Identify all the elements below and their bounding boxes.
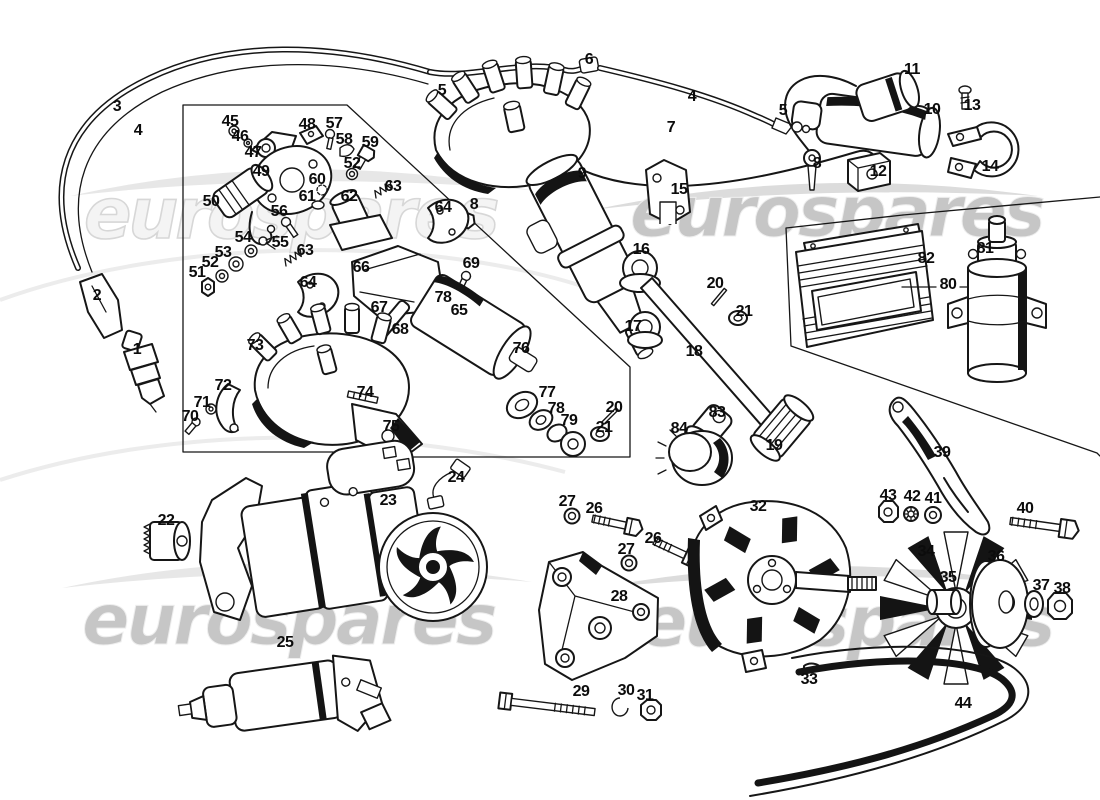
screw-56 xyxy=(280,216,299,239)
cap-clamp-72 xyxy=(215,383,241,434)
shaft-74 xyxy=(346,390,379,404)
watermark-swoosh xyxy=(592,182,1038,210)
washers-77-79 xyxy=(505,390,586,457)
pin-20b xyxy=(601,407,619,425)
cam-assembly xyxy=(311,184,393,251)
solenoid-25 xyxy=(177,654,392,732)
advance-plate-64a xyxy=(427,198,470,244)
alternator xyxy=(687,500,877,673)
pulley-36 xyxy=(969,559,1029,649)
bolt-29 xyxy=(497,691,596,717)
plug-boot xyxy=(79,273,123,339)
lock-washer-42 xyxy=(903,506,919,522)
connector xyxy=(791,121,811,134)
starter-wire-24 xyxy=(426,458,471,510)
nut-43 xyxy=(878,500,899,523)
p-clamp xyxy=(947,121,1020,179)
spacer-35 xyxy=(926,589,962,615)
regulator-panel-lines xyxy=(785,196,1100,457)
voltage-regulator xyxy=(795,223,934,348)
capacitor-cap xyxy=(855,69,921,122)
cable-ferrule xyxy=(578,56,600,74)
spring-63b xyxy=(284,248,302,267)
washer-37 xyxy=(1024,590,1044,618)
washer-stack xyxy=(201,235,278,297)
starter-end-fan xyxy=(378,512,488,622)
screw-57 xyxy=(324,128,336,150)
bolt-26a xyxy=(591,514,644,537)
capacitor xyxy=(784,69,941,191)
ht-lead xyxy=(58,46,433,273)
nut-31 xyxy=(640,699,662,721)
nut-38 xyxy=(1047,592,1073,620)
distributor-body xyxy=(525,153,654,360)
ring-terminal xyxy=(803,149,821,191)
screw-70 xyxy=(184,417,201,436)
starter-motor xyxy=(199,439,488,622)
pin-20a xyxy=(710,287,728,307)
bracket-15 xyxy=(645,159,691,225)
spring-63a xyxy=(374,180,392,199)
terminal-block xyxy=(847,152,891,192)
alternator-shaft xyxy=(795,571,851,593)
ignition-coil xyxy=(947,215,1047,383)
watermark-swirl xyxy=(0,435,566,482)
cable-end-connector xyxy=(771,117,794,135)
drive-shaft-assembly xyxy=(619,250,815,486)
capacitor-wire xyxy=(784,75,857,153)
housing-84 xyxy=(655,429,733,486)
canister-76 xyxy=(410,274,538,380)
washer-41 xyxy=(924,506,942,524)
watermark-swoosh xyxy=(70,169,530,196)
mount-bracket-28 xyxy=(538,551,659,681)
gear-19 xyxy=(749,394,815,462)
spark-plug xyxy=(121,329,165,413)
distributor-internals xyxy=(184,125,619,463)
adjuster-arm-39 xyxy=(888,396,991,536)
washer-30 xyxy=(611,697,629,717)
clamp-screw xyxy=(958,85,972,110)
pinion-gear-22 xyxy=(143,521,191,561)
fan-belt xyxy=(749,645,1030,797)
clip-58 xyxy=(339,144,355,158)
bolt-40 xyxy=(1009,516,1080,540)
watermark-swoosh xyxy=(598,565,1032,588)
screw-59 xyxy=(354,143,376,170)
